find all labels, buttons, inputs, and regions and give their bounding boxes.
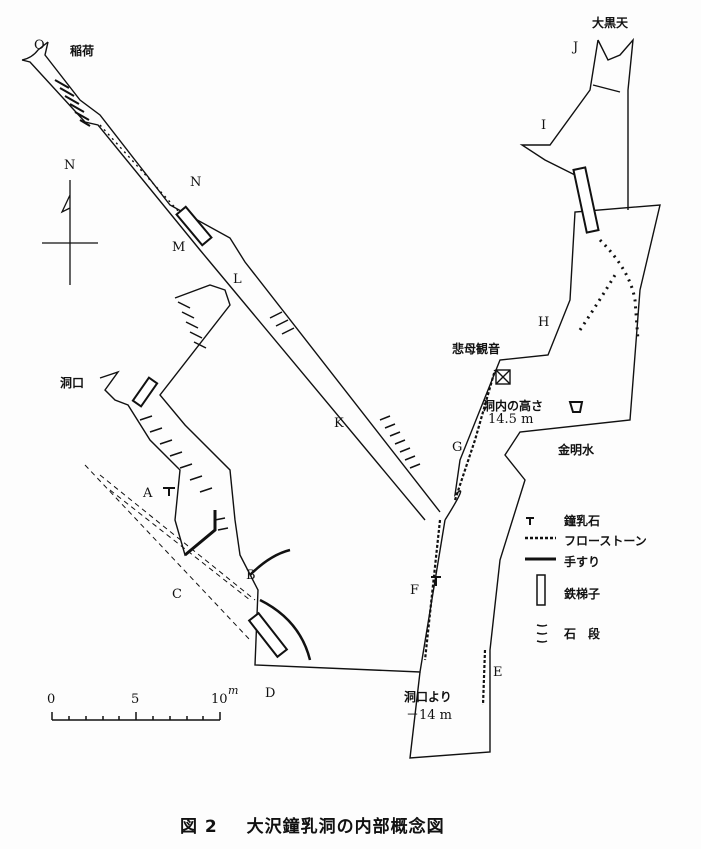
basin-symbol <box>568 401 584 413</box>
compass-arrow <box>42 180 98 285</box>
point-f: F <box>410 583 420 598</box>
stone-steps-k <box>269 311 421 469</box>
iron-ladder-m <box>175 205 213 247</box>
scale-bar <box>51 712 221 721</box>
flowstone-f <box>423 519 442 661</box>
point-o: O <box>34 38 45 53</box>
stone-steps-h <box>598 238 640 341</box>
figure-caption: 図 2 大沢鐘乳洞の内部概念図 <box>180 812 445 837</box>
point-l: L <box>233 272 242 287</box>
scale-tick-0: 0 <box>47 692 56 707</box>
stalactite-symbol <box>163 487 175 496</box>
cave-height-value: 14.5 m <box>488 412 534 427</box>
stone-steps-h2 <box>578 274 617 331</box>
point-e: E <box>493 665 503 680</box>
point-k: K <box>334 416 344 431</box>
scale-tick-10: 10 <box>211 692 228 707</box>
stone-steps-nw <box>54 79 91 127</box>
flowstone-e <box>481 649 487 706</box>
point-c: C <box>172 587 182 602</box>
kannon-symbol <box>495 369 511 385</box>
stalactite-symbol <box>431 576 441 586</box>
point-i: I <box>541 118 547 133</box>
lower-chamber-outline <box>409 204 661 759</box>
label-daikokuten: 大黒天 <box>592 16 629 30</box>
upper-right-outline <box>519 37 634 210</box>
nw-passage-cap <box>21 41 49 61</box>
scale-tick-5: 5 <box>131 692 140 707</box>
depth-value: －14 m <box>406 708 453 723</box>
dotted-path <box>99 124 201 236</box>
legend-ladder: 鉄梯子 <box>564 587 601 601</box>
label-inari: 稲荷 <box>70 44 95 58</box>
legend-stalactite: 鐘乳石 <box>564 514 601 528</box>
iron-ladder-i <box>572 166 600 234</box>
legend-flowstone: フローストーン <box>564 534 647 548</box>
legend-steps-icon <box>536 624 548 643</box>
point-b: B <box>246 568 256 583</box>
point-h: H <box>538 315 550 330</box>
label-entrance: 洞口 <box>60 376 85 390</box>
point-n: N <box>190 175 202 190</box>
dashed-lines <box>84 464 256 641</box>
point-a: A <box>143 486 153 501</box>
point-g: G <box>452 440 463 455</box>
scale-unit: m <box>228 684 239 697</box>
iron-ladder-entrance <box>131 376 159 408</box>
stone-steps-entrance <box>139 301 229 531</box>
compass-north-label: N <box>64 158 76 173</box>
handrail-a <box>184 510 217 557</box>
iron-ladder-b <box>247 611 289 659</box>
label-depth: 洞口より <box>404 690 452 704</box>
point-j: J <box>573 40 579 55</box>
caption-number: 図 2 <box>180 817 218 837</box>
caption-title: 大沢鐘乳洞の内部概念図 <box>246 817 445 837</box>
label-cave-height: 洞内の高さ <box>483 399 544 413</box>
point-d: D <box>265 686 276 701</box>
kannon-cross <box>495 369 511 385</box>
legend-steps: 石 段 <box>564 627 601 641</box>
point-m: M <box>172 240 186 255</box>
ledge-line <box>592 84 621 93</box>
legend-handrail: 手すり <box>564 555 601 569</box>
handrail-b <box>249 548 312 661</box>
legend-ladder-icon <box>536 574 546 606</box>
entrance-passage-outline <box>99 284 446 673</box>
label-kinmeisui: 金明水 <box>558 443 595 457</box>
label-hibo-kannon: 悲母観音 <box>452 342 501 356</box>
flowstone-g <box>453 369 497 501</box>
legend-stalactite-icon <box>526 517 534 525</box>
nw-passage-outline <box>21 41 441 521</box>
